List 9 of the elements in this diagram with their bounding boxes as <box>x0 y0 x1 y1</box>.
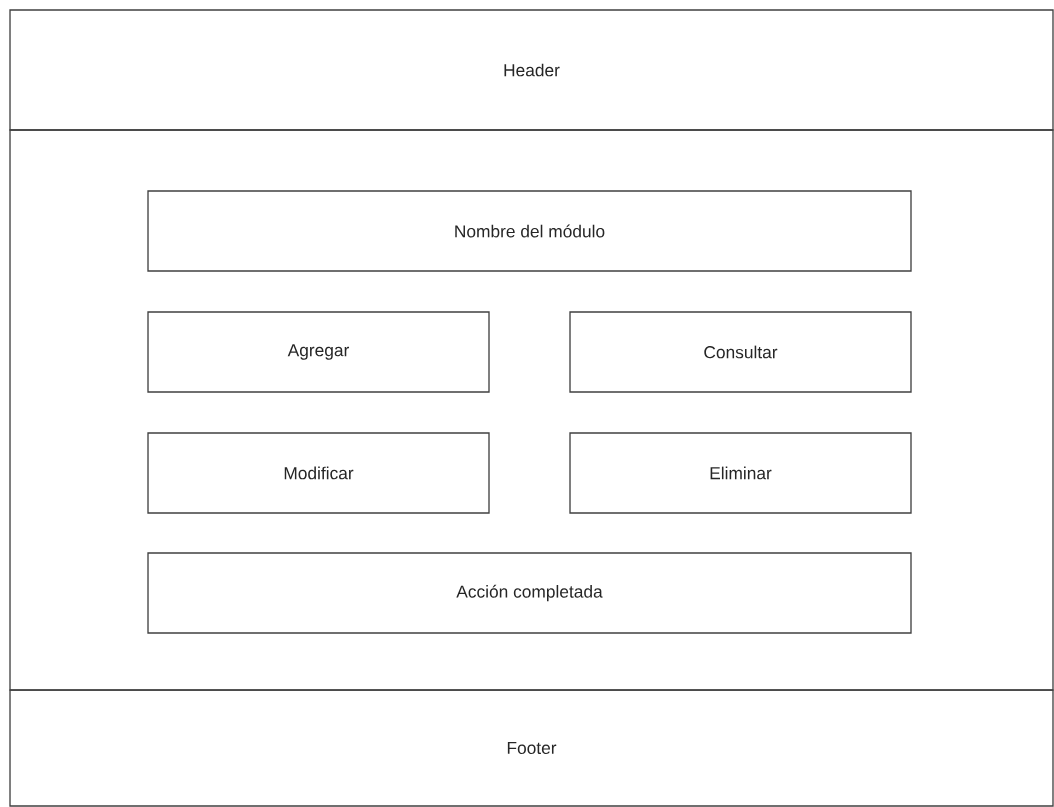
header-band: Header <box>9 9 1054 131</box>
status-box: Acción completada <box>147 552 912 634</box>
action-button: Consultar <box>569 311 912 393</box>
action-button: Agregar <box>147 311 490 393</box>
action-button: Modificar <box>147 432 490 514</box>
module-box: Nombre del módulo <box>147 190 912 272</box>
content-panel <box>9 129 1054 691</box>
action-button: Eliminar <box>569 432 912 514</box>
footer-band: Footer <box>9 689 1054 807</box>
